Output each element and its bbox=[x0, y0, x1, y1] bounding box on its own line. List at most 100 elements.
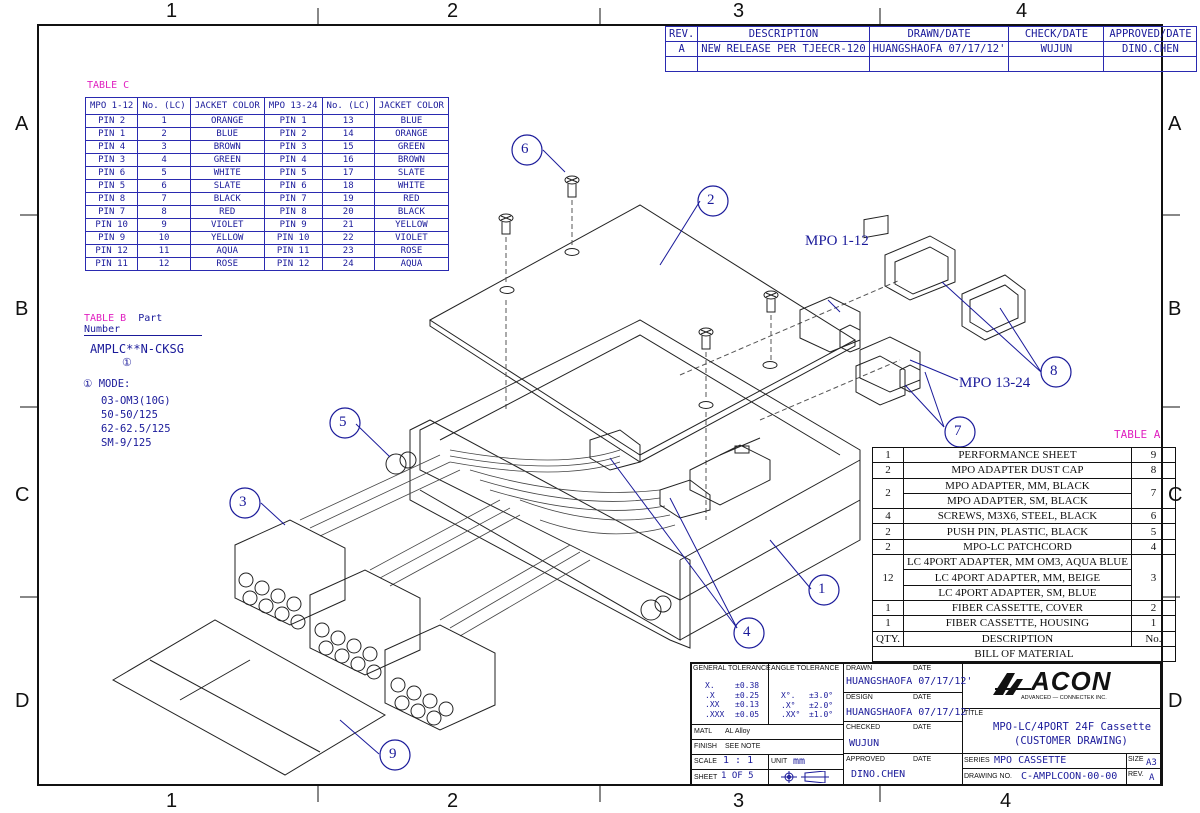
bom-description: MPO ADAPTER, MM, BLACK bbox=[902, 477, 1132, 494]
unit-label: UNIT bbox=[771, 758, 788, 765]
table-b-subtitle: Part Number bbox=[84, 313, 163, 335]
bom-row: LC 4PORT ADAPTER, SM, BLUE bbox=[873, 584, 1176, 601]
angle-labels: X°. .X° .XX° bbox=[781, 691, 800, 720]
checked-label: CHECKED bbox=[846, 724, 881, 731]
drawing-subtitle: (CUSTOMER DRAWING) bbox=[1014, 735, 1128, 747]
rev-label: REV. bbox=[1128, 771, 1144, 778]
balloon-4: 4 bbox=[743, 624, 751, 640]
tolerance-labels: X. .X .XX .XXX bbox=[705, 681, 724, 719]
bom-qty: 1 bbox=[872, 599, 904, 617]
zone-col-3-bottom: 3 bbox=[733, 790, 745, 812]
performance-sheet bbox=[111, 619, 386, 776]
bom-footer-qty: QTY. bbox=[872, 630, 904, 647]
bom-description: PERFORMANCE SHEET bbox=[902, 446, 1132, 464]
bom-item-no: 1 bbox=[1130, 615, 1176, 632]
mpo-adapter-icon bbox=[799, 214, 921, 406]
finish-label: FINISH bbox=[694, 743, 717, 750]
mode-list: 03-OM3(10G) 50-50/125 62-62.5/125 SM-9/1… bbox=[101, 394, 171, 450]
drawing-title: MPO-LC/4PORT 24F Cassette bbox=[993, 721, 1152, 733]
balloon-1: 1 bbox=[818, 581, 826, 597]
drawing-no-label: DRAWING NO. bbox=[964, 773, 1012, 780]
label-mpo-1-12: MPO 1-12 bbox=[805, 233, 869, 249]
push-pin-icon bbox=[385, 451, 672, 621]
scale-value: 1 : 1 bbox=[723, 755, 754, 766]
ang-value: ±1.0° bbox=[809, 710, 834, 719]
drawn-label: DRAWN bbox=[846, 665, 873, 672]
zone-row-a-right: A bbox=[1168, 113, 1182, 135]
table-c-title: TABLE C bbox=[87, 80, 130, 91]
checked-value: WUJUN bbox=[849, 738, 880, 749]
balloon-7: 7 bbox=[954, 423, 962, 439]
tol-label: X. bbox=[705, 681, 715, 690]
design-date-label: DATE bbox=[913, 694, 932, 701]
front-panel bbox=[409, 419, 691, 649]
bom-caption: BILL OF MATERIAL bbox=[872, 645, 1176, 663]
bom-description: FIBER CASSETTE, COVER bbox=[902, 599, 1132, 617]
tol-value: ±0.05 bbox=[735, 709, 760, 719]
rev-drawn: HUANGSHAOFA 07/17/12' bbox=[868, 41, 1010, 57]
balloon-5: 5 bbox=[339, 414, 347, 430]
bom-description: LC 4PORT ADAPTER, MM, BEIGE bbox=[902, 569, 1132, 586]
bom-description: LC 4PORT ADAPTER, SM, BLUE bbox=[902, 584, 1132, 601]
bom-item-no: 9 bbox=[1130, 446, 1176, 464]
design-value: HUANGSHAOFA 07/17/12' bbox=[846, 707, 973, 718]
balloon-9: 9 bbox=[389, 746, 397, 762]
revision-table: REV. DESCRIPTION DRAWN/DATE CHECK/DATE A… bbox=[664, 26, 1198, 72]
bom-qty: 2 bbox=[872, 477, 904, 510]
sheet-label: SHEET bbox=[694, 774, 718, 781]
general-tolerance-label: GENERAL TOLERANCE bbox=[693, 665, 771, 672]
checked-date-label: DATE bbox=[913, 724, 932, 731]
projection-symbol-icon bbox=[781, 771, 829, 783]
zone-row-d-right: D bbox=[1168, 690, 1183, 712]
size-label: SIZE bbox=[1128, 756, 1144, 763]
angle-tolerance-label: ANGLE TOLERANCE bbox=[771, 665, 840, 672]
zone-row-a: A bbox=[15, 113, 29, 135]
ang-label: .XX° bbox=[781, 710, 801, 719]
ang-label: X°. bbox=[781, 691, 796, 700]
acon-logo-icon bbox=[993, 673, 1031, 695]
bom-item-no: 3 bbox=[1130, 554, 1176, 601]
tol-value: ±0.13 bbox=[735, 700, 760, 709]
table-c-cell: ORANGE bbox=[373, 127, 449, 141]
screw-icon bbox=[498, 175, 779, 350]
bom-description: LC 4PORT ADAPTER, MM OM3, AQUA BLUE bbox=[902, 554, 1132, 571]
table-b-title: TABLE B bbox=[84, 313, 127, 324]
table-a-title: TABLE A bbox=[1114, 428, 1161, 441]
logo-text: ACON bbox=[1031, 666, 1112, 696]
zone-col-2: 2 bbox=[447, 0, 459, 22]
series-value: MPO CASSETTE bbox=[994, 755, 1067, 766]
zone-row-b-right: B bbox=[1168, 298, 1182, 320]
unit-value: mm bbox=[793, 756, 806, 767]
design-label: DESIGN bbox=[846, 694, 873, 701]
bom-qty: 1 bbox=[872, 446, 904, 464]
tolerance-values: ±0.38 ±0.25 ±0.13 ±0.05 bbox=[735, 681, 759, 719]
rev-description: NEW RELEASE PER TJEECR-120 bbox=[697, 41, 870, 57]
approved-label: APPROVED bbox=[846, 756, 885, 763]
ang-value: ±2.0° bbox=[809, 700, 834, 710]
sheet-value: 1 OF 5 bbox=[721, 771, 754, 781]
zone-col-1-bottom: 1 bbox=[166, 790, 178, 812]
bom-description: FIBER CASSETTE, HOUSING bbox=[902, 615, 1132, 632]
bom-description: SCREWS, M3X6, STEEL, BLACK bbox=[902, 508, 1132, 525]
scale-label: SCALE bbox=[694, 758, 717, 765]
title-label: TITLE bbox=[964, 710, 984, 717]
bom-footer-no: No. bbox=[1130, 630, 1176, 647]
cassette-cover bbox=[429, 204, 856, 456]
tol-label: .XXX bbox=[705, 709, 725, 719]
title-block: GENERAL TOLERANCE ANGLE TOLERANCE X. .X … bbox=[690, 662, 1162, 786]
drawing-no-value: C-AMPLCOON-00-00 bbox=[1021, 771, 1118, 782]
balloon-8: 8 bbox=[1050, 363, 1058, 379]
series-label: SERIES bbox=[964, 757, 990, 764]
ang-value: ±3.0° bbox=[809, 691, 834, 700]
